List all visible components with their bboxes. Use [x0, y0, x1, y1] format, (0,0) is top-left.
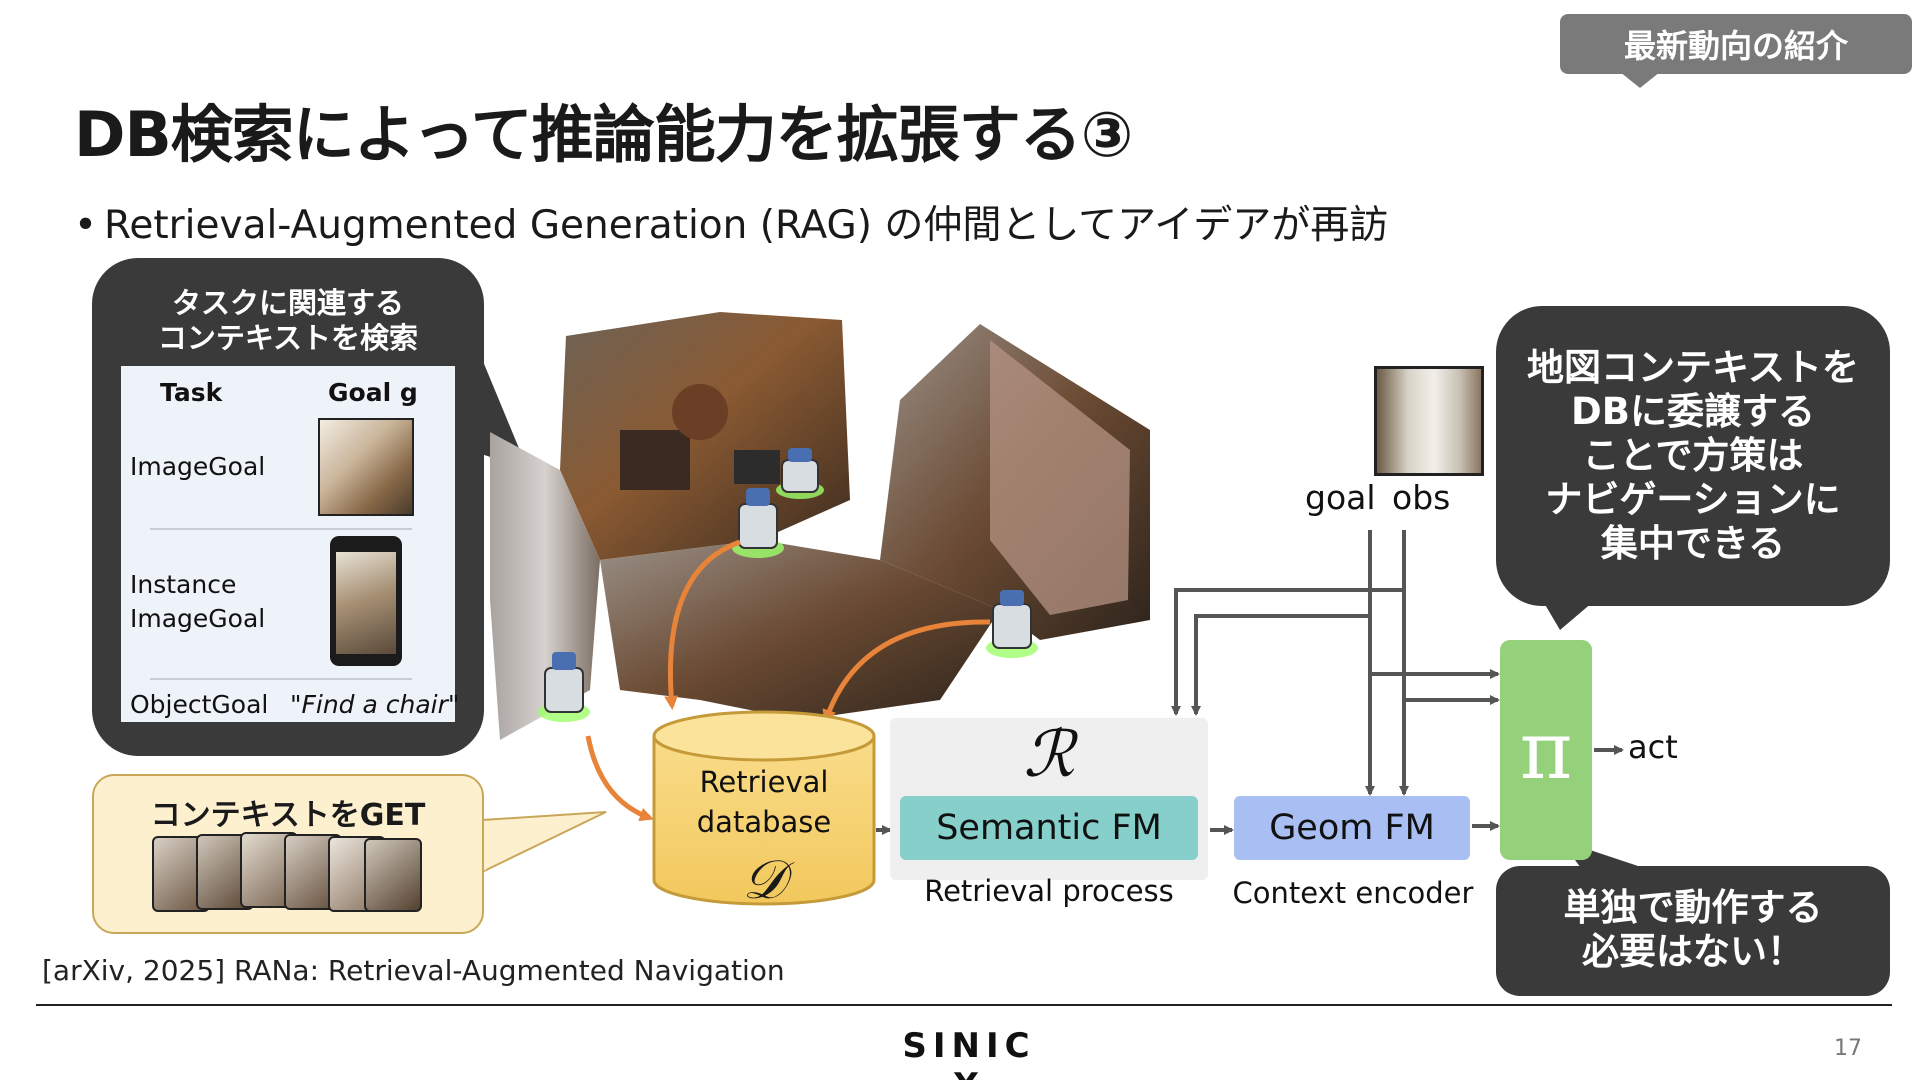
scene-shelf	[734, 450, 780, 484]
database-label-line1: Retrieval	[699, 765, 829, 799]
robot-icon-3	[776, 448, 824, 499]
database-label-line2: database	[696, 805, 832, 839]
task-callout-title-line1: タスクに関連する	[171, 286, 404, 320]
geom-fm-label: Geom FM	[1269, 808, 1435, 848]
task-callout-pointer	[470, 330, 528, 470]
get-callout-title: コンテキストをGET	[150, 798, 426, 833]
task-row-instance-line2: ImageGoal	[130, 604, 266, 633]
section-badge-tail	[1620, 72, 1660, 88]
scene-room-floor	[600, 540, 1000, 720]
map-callout-line2: DBに委譲する	[1571, 390, 1815, 433]
scene-bed	[990, 340, 1130, 615]
section-badge: 最新動向の紹介	[1560, 14, 1912, 74]
arrow-scene-to-db-3	[585, 735, 654, 822]
database-cylinder	[652, 710, 876, 906]
task-row-objectgoal-goal: "Find a chair"	[290, 690, 460, 719]
goal-input-label: goal	[1305, 478, 1376, 517]
task-callout-title-line2: コンテキストを検索	[157, 321, 419, 355]
geom-fm-box: Geom FM	[1234, 796, 1470, 860]
task-table-header-goal: Goal g	[328, 378, 418, 407]
policy-symbol: π	[1519, 703, 1573, 797]
map-callout-line4: ナビゲーションに	[1545, 478, 1841, 521]
action-label: act	[1628, 728, 1678, 766]
scene-fireplace	[620, 430, 690, 490]
bullet-dot: •	[74, 203, 98, 248]
standalone-callout	[1496, 866, 1890, 996]
retrieval-symbol: ℛ	[1023, 718, 1075, 792]
semantic-fm-label: Semantic FM	[936, 808, 1162, 848]
context-photo-stack	[152, 832, 422, 912]
line-obs-to-retrieval	[1171, 588, 1404, 716]
goal-image-photo	[318, 418, 414, 516]
citation: [arXiv, 2025] RANa: Retrieval-Augmented …	[42, 954, 785, 987]
observation-photo	[1374, 366, 1484, 476]
map-callout-line5: 集中できる	[1600, 522, 1786, 565]
policy-box: π	[1500, 640, 1592, 860]
task-row-instance-line1: Instance	[130, 570, 237, 599]
robot-icon-4	[986, 590, 1038, 658]
task-row-objectgoal: ObjectGoal	[130, 690, 269, 719]
task-table-divider-2	[150, 678, 412, 680]
line-goal-to-retrieval	[1191, 614, 1370, 716]
slide-title: DB検索によって推論能力を拡張する③	[74, 98, 1133, 171]
map-callout-line3: ことで方策は	[1582, 434, 1804, 477]
context-encoder-caption: Context encoder	[1232, 876, 1474, 910]
context-photo-6	[364, 838, 422, 912]
map-callout-line1: 地図コンテキストを	[1527, 346, 1859, 389]
task-row-imagegoal: ImageGoal	[130, 452, 266, 481]
company-logo: SINIC X	[902, 1026, 1036, 1080]
database-symbol: 𝒟	[742, 848, 786, 911]
database-label: Retrieval database	[654, 762, 874, 842]
page-number: 17	[1834, 1036, 1862, 1061]
map-context-callout-text: 地図コンテキストを DBに委譲する ことで方策は ナビゲーションに 集中できる	[1496, 346, 1890, 566]
robot-icon-2	[732, 488, 784, 558]
robot-icon-1	[538, 652, 590, 722]
obs-input-label: obs	[1392, 478, 1451, 517]
task-callout-title: タスクに関連する コンテキストを検索	[92, 286, 484, 356]
scene-table	[672, 384, 728, 440]
semantic-fm-box: Semantic FM	[900, 796, 1198, 860]
task-table-divider-1	[150, 528, 412, 530]
arrow-scene-to-db-2	[822, 619, 991, 724]
footer-divider	[36, 1004, 1892, 1006]
slide-bullet: •Retrieval-Augmented Generation (RAG) の仲…	[74, 194, 1388, 250]
bullet-text: Retrieval-Augmented Generation (RAG) の仲間…	[104, 203, 1389, 248]
task-table-header-task: Task	[160, 378, 223, 407]
get-callout-pointer	[481, 811, 607, 874]
arrow-scene-to-db-1	[664, 539, 741, 710]
goal-phone-photo	[336, 552, 396, 654]
standalone-callout-line2: 必要はない！	[1582, 930, 1804, 973]
retrieval-caption: Retrieval process	[924, 874, 1174, 908]
section-badge-label: 最新動向の紹介	[1623, 27, 1848, 65]
map-context-callout	[1496, 306, 1890, 606]
standalone-callout-line1: 単独で動作する	[1563, 886, 1823, 929]
standalone-callout-text: 単独で動作する 必要はない！	[1496, 886, 1890, 974]
